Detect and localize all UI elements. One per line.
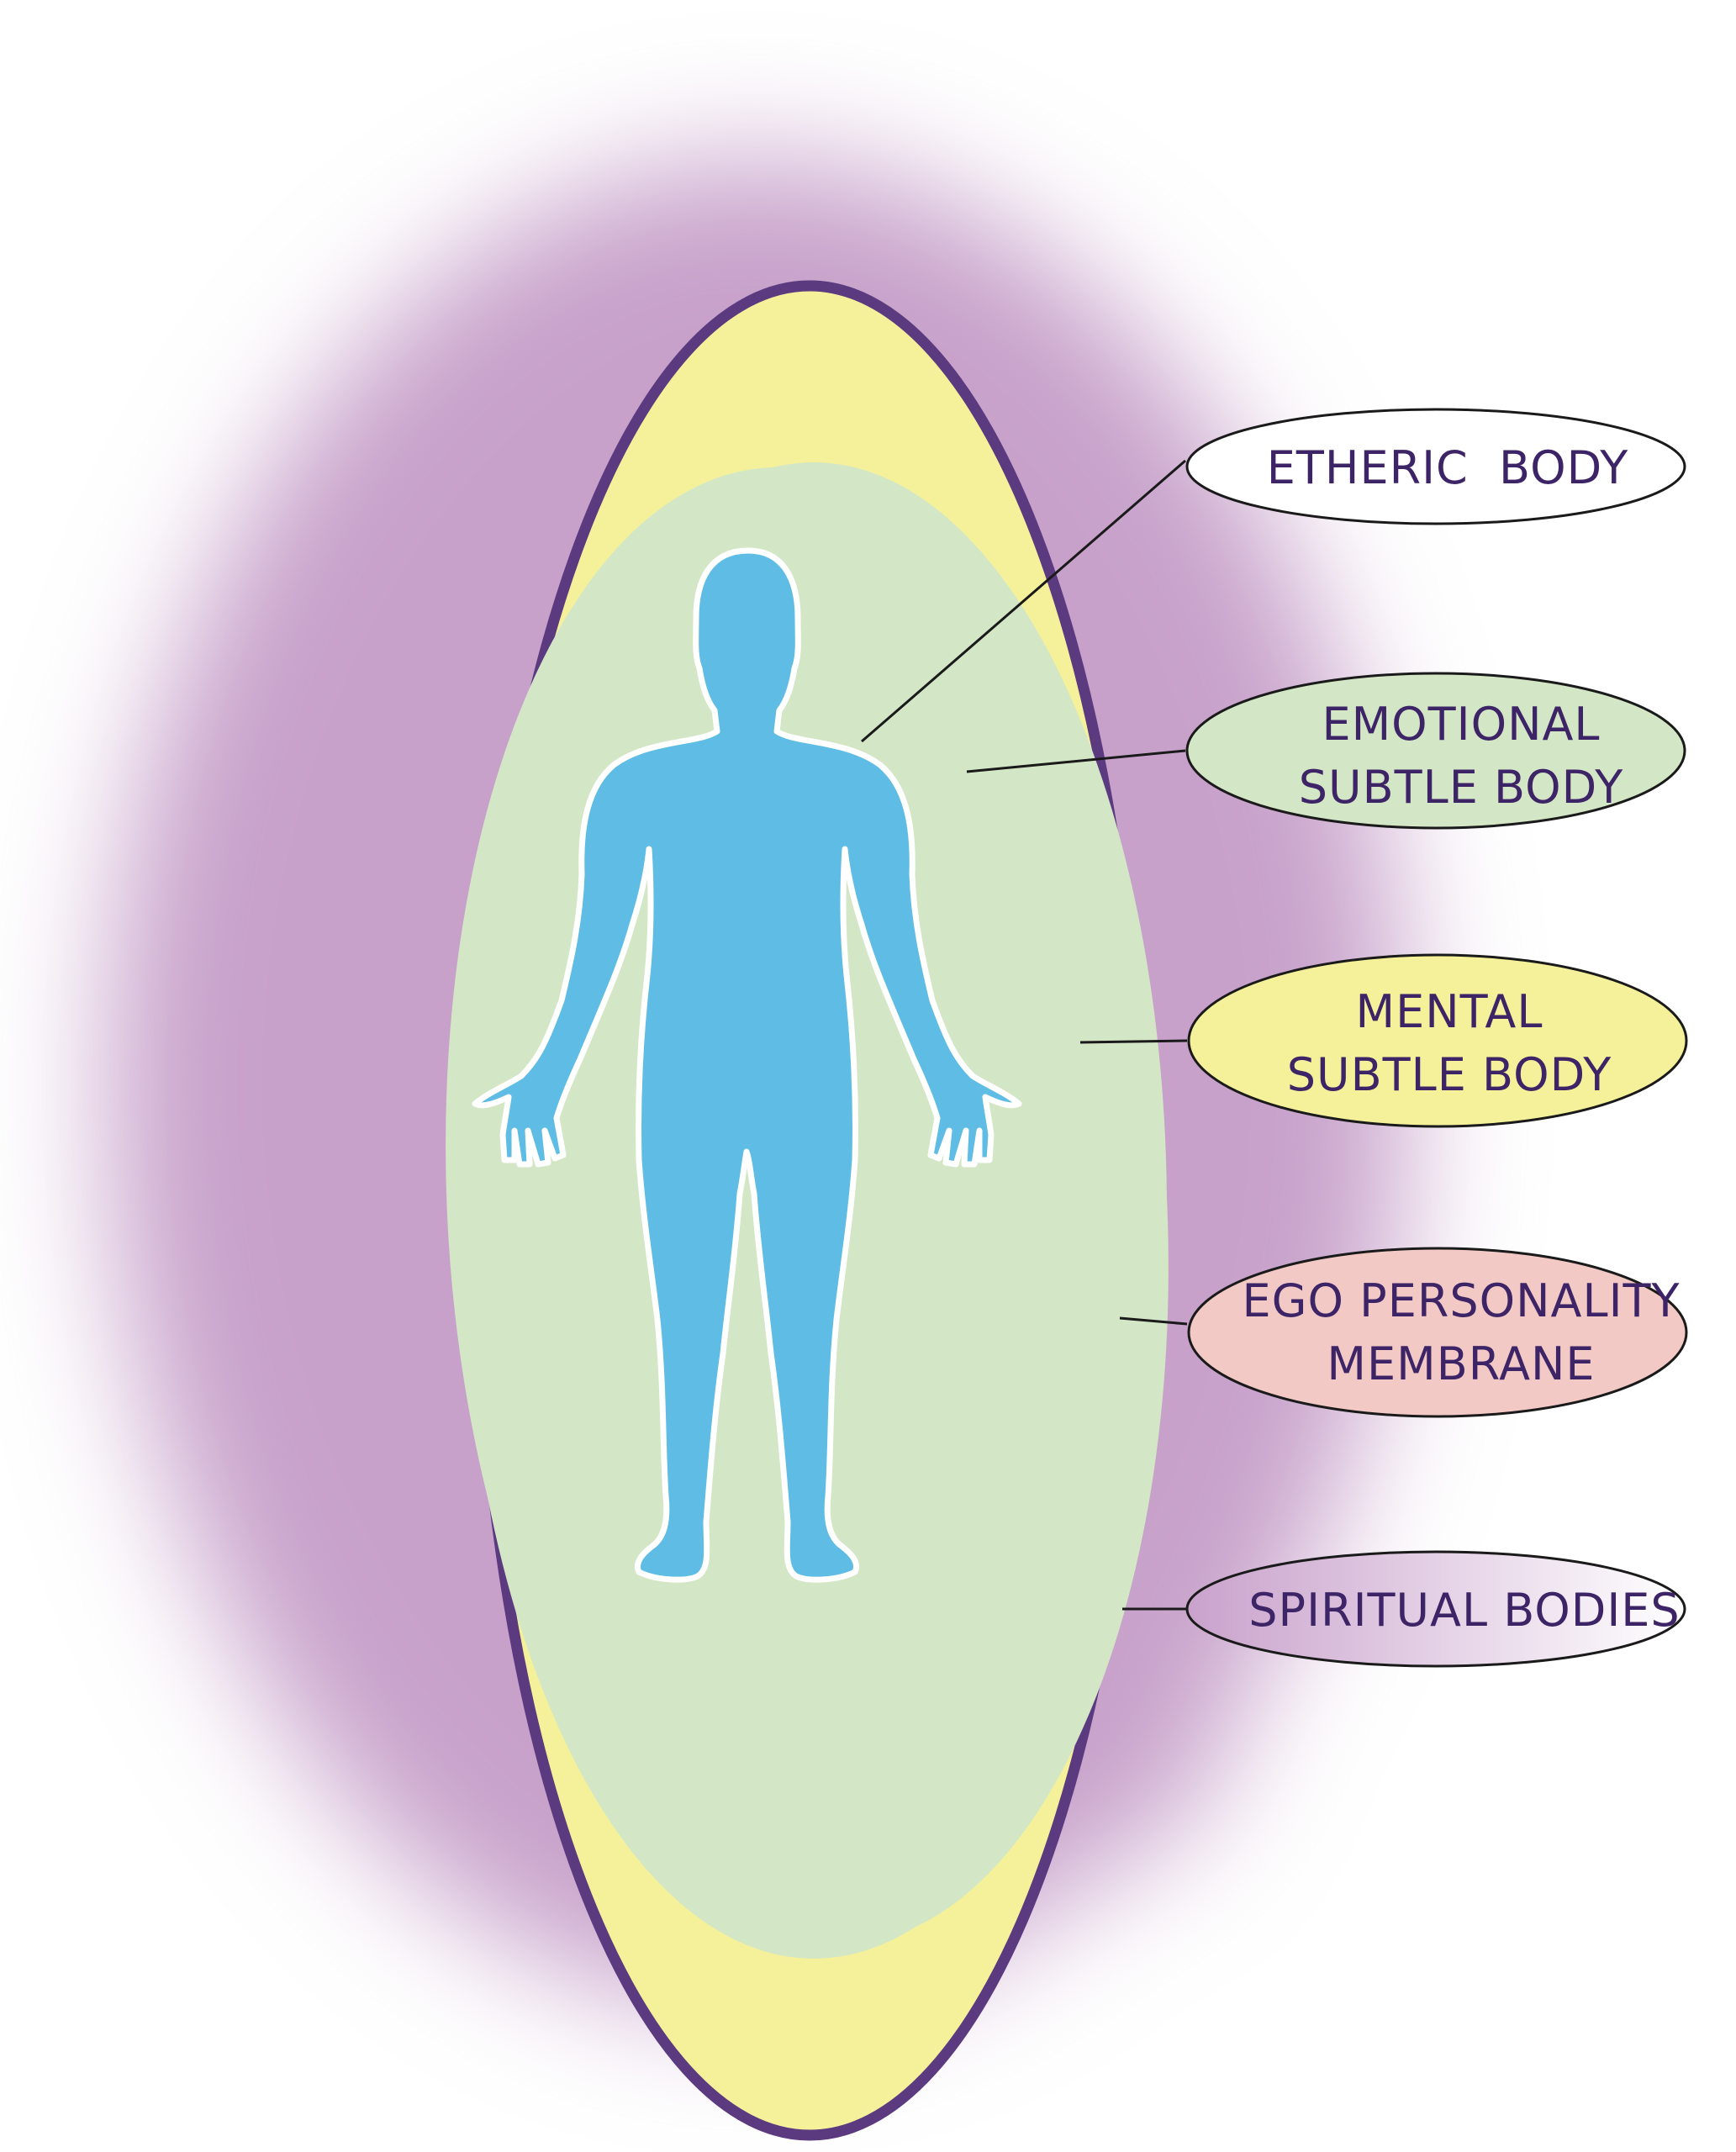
leader-lines — [861, 459, 1188, 1611]
label-emotional-line1: EMOTIONAL — [1322, 698, 1600, 751]
label-spiritual-text: SPIRITUAL BODIES — [1248, 1584, 1680, 1637]
label-etheric: ETHERIC BODY — [1185, 408, 1686, 525]
label-mental-line1: MENTAL — [1356, 985, 1543, 1038]
leader-line-mental — [1079, 1039, 1188, 1044]
label-etheric-bubble — [1185, 408, 1686, 525]
label-emotional-line2: SUBTLE BODY — [1299, 761, 1623, 814]
label-spiritual: SPIRITUAL BODIES — [1185, 1550, 1686, 1668]
leader-line-etheric — [861, 459, 1186, 743]
label-mental-bubble — [1187, 953, 1688, 1128]
label-ego: EGO PERSONALITY MEMBRANE — [1187, 1247, 1688, 1418]
label-emotional-bubble — [1185, 672, 1686, 830]
label-mental-line2: SUBTLE BODY — [1287, 1048, 1612, 1101]
human-silhouette — [472, 547, 1022, 1583]
leader-line-emotional — [966, 749, 1186, 773]
label-spiritual-bubble — [1185, 1550, 1686, 1668]
label-ego-line2: MEMBRANE — [1327, 1337, 1595, 1390]
leader-line-ego — [1119, 1316, 1188, 1326]
label-etheric-text: ETHERIC BODY — [1267, 441, 1629, 494]
label-emotional: EMOTIONAL SUBTLE BODY — [1185, 672, 1686, 830]
label-ego-bubble — [1187, 1247, 1688, 1418]
label-mental: MENTAL SUBTLE BODY — [1187, 953, 1688, 1128]
label-ego-line1: EGO PERSONALITY — [1243, 1274, 1681, 1327]
